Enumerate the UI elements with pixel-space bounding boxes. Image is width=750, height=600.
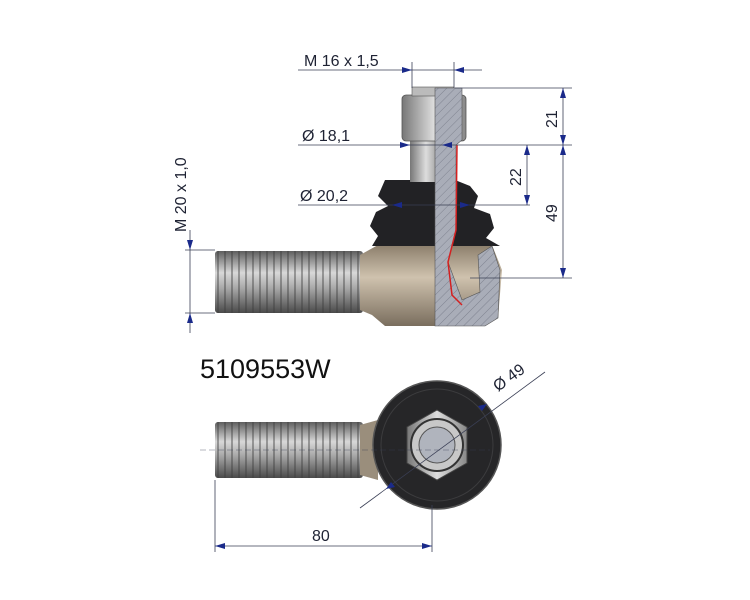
overall-height-label: 49 [544,204,561,222]
length-label: 80 [312,528,330,545]
shank-thread-label: M 20 x 1,0 [173,157,190,232]
arrowheads [187,67,566,323]
stud-thread-label: M 16 x 1,5 [304,53,379,70]
part-number: 5109553W [200,354,331,384]
eye-diameter-label: Ø 49 [490,361,528,395]
top-arrowheads [215,404,487,549]
top-view [215,380,502,510]
nut-height-label: 21 [544,110,561,128]
neck-height-label: 22 [508,168,525,186]
neck-diameter-label: Ø 18,1 [302,128,350,145]
boot-diameter-label: Ø 20,2 [300,188,348,205]
boot-section-line [447,144,463,306]
side-view [215,86,502,327]
stud-end [418,426,456,464]
